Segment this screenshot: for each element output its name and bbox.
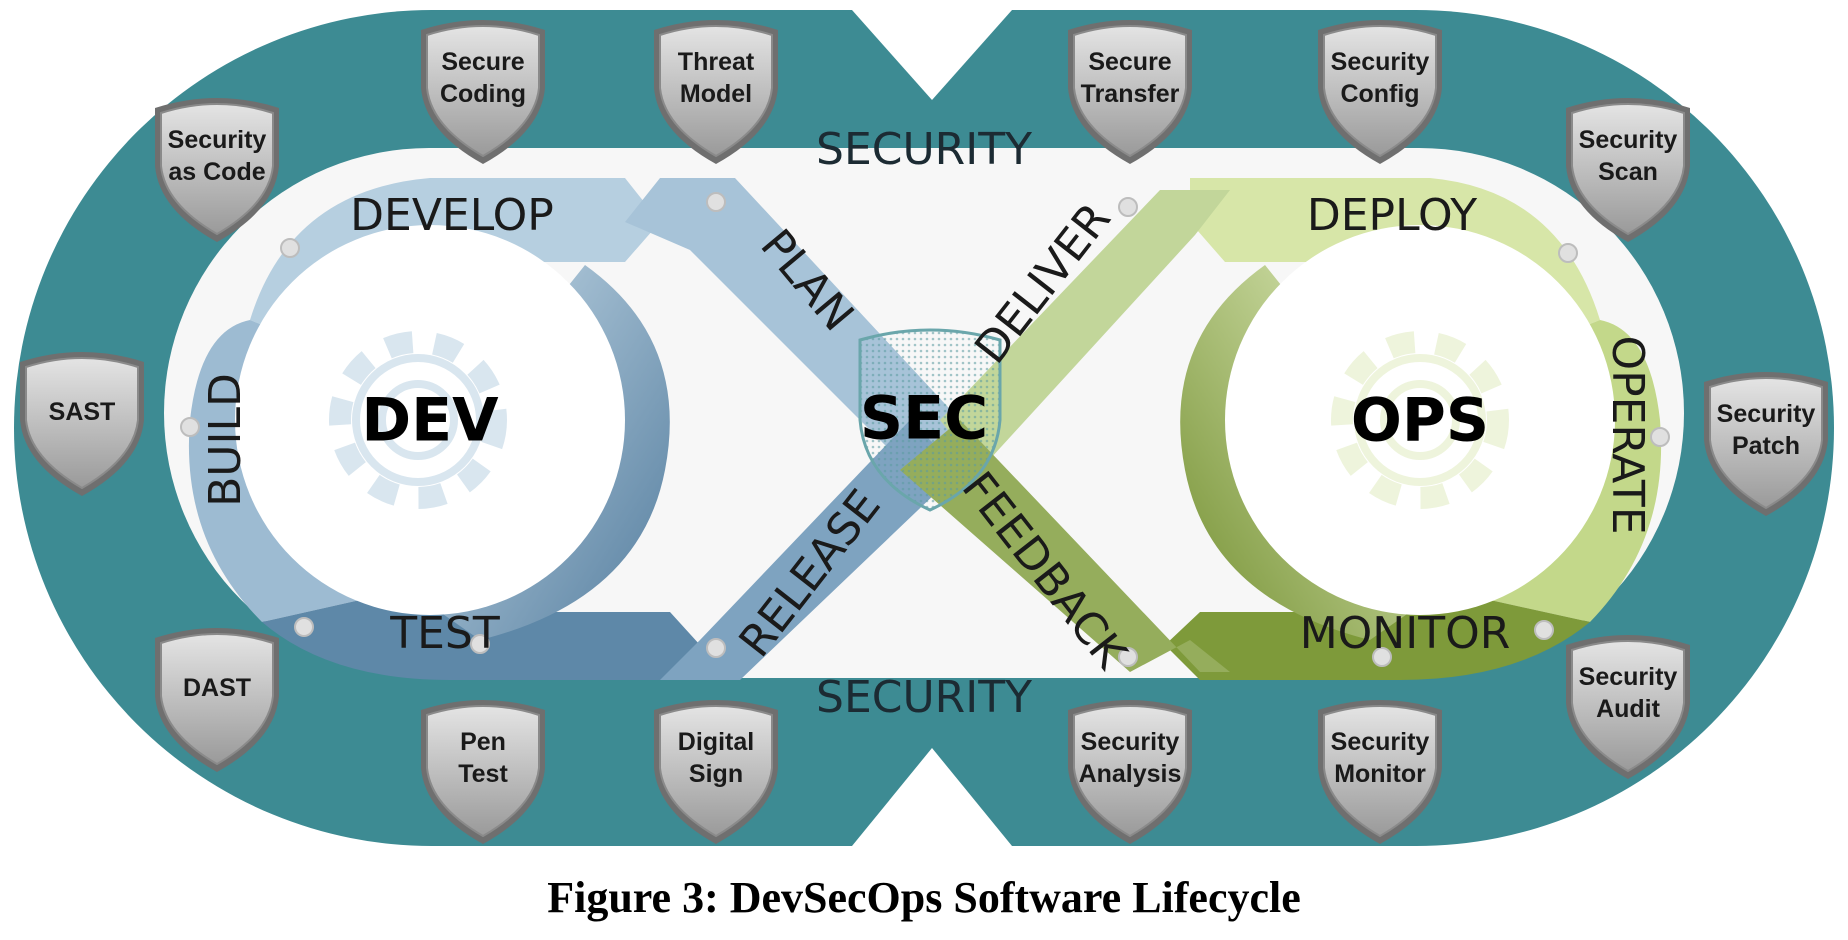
shield-security-audit: Security Audit	[1565, 634, 1691, 780]
connector-dot	[1558, 243, 1578, 263]
phase-deploy: DEPLOY	[1307, 190, 1477, 241]
top-wedge	[852, 10, 1012, 100]
connector-dot	[470, 634, 490, 654]
shield-pen-test: Pen Test	[420, 699, 546, 845]
shield-secure-coding: Secure Coding	[420, 19, 546, 165]
ops-loop	[1165, 178, 1662, 680]
phase-monitor: MONITOR	[1300, 608, 1511, 659]
shield-label-line1: Secure	[441, 48, 524, 76]
devsecops-diagram: SECURITY SECURITY DEV SEC OPS DEVELOP PL…	[14, 10, 1834, 846]
shield-label-line2: Monitor	[1334, 760, 1426, 788]
shield-label-line2: Patch	[1732, 432, 1800, 460]
deliver-arrow	[940, 190, 1230, 470]
shield-security-config: Security Config	[1317, 19, 1443, 165]
shield-digital-sign: Digital Sign	[653, 699, 779, 845]
dev-core	[235, 225, 625, 615]
shield-dast: DAST	[154, 627, 280, 773]
shield-security-analysis: Security Analysis	[1067, 699, 1193, 845]
shield-security-scan: Security Scan	[1565, 97, 1691, 243]
shield-label-line2: Test	[458, 760, 508, 788]
shield-label-line1: Security	[1579, 126, 1678, 154]
shield-label-line1: Digital	[678, 728, 754, 756]
shield-label-line1: Security	[1717, 400, 1816, 428]
feedback-arrow	[900, 420, 1230, 672]
shield-sast: SAST	[19, 351, 145, 497]
connector-dot	[1534, 620, 1554, 640]
shield-label-line1: Pen	[460, 728, 506, 756]
shield-label-line2: Coding	[440, 80, 526, 108]
connector-dot	[706, 638, 726, 658]
connector-dot	[294, 617, 314, 637]
shield-label-line1: Security	[1331, 48, 1430, 76]
shield-label-line2: Transfer	[1081, 80, 1180, 108]
shield-security-as-code: Security as Code	[154, 97, 280, 243]
shield-threat-model: Threat Model	[653, 19, 779, 165]
shield-label-line1: Security	[1081, 728, 1180, 756]
connector-dots	[180, 192, 1670, 667]
dev-loop	[188, 178, 700, 680]
shield-label-line1: SAST	[49, 398, 116, 426]
shield-secure-transfer: Secure Transfer	[1067, 19, 1193, 165]
shield-label-line2: as Code	[168, 158, 265, 186]
shield-label-line2: Config	[1340, 80, 1419, 108]
shield-label-line2: Analysis	[1079, 760, 1182, 788]
shield-label-line2: Sign	[689, 760, 743, 788]
shield-label-line1: Security	[1331, 728, 1430, 756]
monitor-arrow	[1165, 600, 1590, 680]
connector-dot	[1118, 197, 1138, 217]
connector-dot	[706, 192, 726, 212]
connector-dot	[1372, 647, 1392, 667]
figure-caption: Figure 3: DevSecOps Software Lifecycle	[547, 873, 1301, 922]
shield-label-line1: Secure	[1088, 48, 1171, 76]
security-label-top: SECURITY	[816, 124, 1032, 175]
ops-core	[1225, 225, 1615, 615]
connector-dot	[1118, 647, 1138, 667]
phase-develop: DEVELOP	[350, 190, 554, 241]
shield-label-line2: Scan	[1598, 158, 1658, 186]
shield-security-patch: Security Patch	[1703, 371, 1829, 517]
connector-dot	[1650, 427, 1670, 447]
connector-dot	[180, 417, 200, 437]
release-arrow	[660, 420, 960, 680]
shield-label-line1: Security	[1579, 663, 1678, 691]
security-label-bottom: SECURITY	[816, 672, 1032, 723]
shield-label-line1: Security	[168, 126, 267, 154]
shield-label-line1: DAST	[183, 674, 251, 702]
sec-hub-label: SEC	[860, 384, 988, 454]
sec-cross	[625, 178, 1230, 680]
phase-build: BUILD	[200, 373, 251, 507]
phase-operate: OPERATE	[1602, 335, 1653, 534]
shield-label-line2: Audit	[1596, 695, 1661, 723]
bottom-wedge	[852, 748, 1012, 846]
shield-security-monitor: Security Monitor	[1317, 699, 1443, 845]
shield-label-line2: Model	[680, 80, 752, 108]
connector-dot	[280, 238, 300, 258]
ops-hub-label: OPS	[1351, 386, 1489, 456]
shield-label-line1: Threat	[678, 48, 755, 76]
sec-shield-icon	[858, 328, 1002, 512]
dev-hub-label: DEV	[361, 386, 499, 456]
phase-test: TEST	[389, 608, 500, 659]
